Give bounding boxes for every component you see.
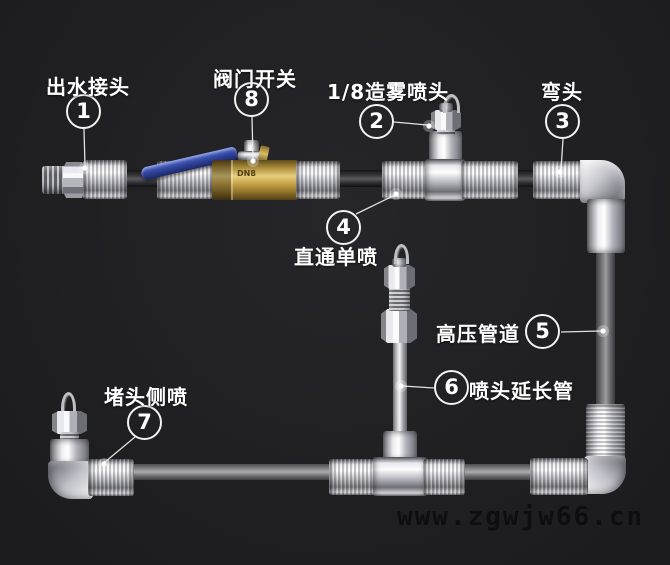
callout-number-6: 6 bbox=[444, 375, 459, 399]
extension-thread bbox=[389, 288, 410, 311]
callout-number-5: 5 bbox=[535, 319, 550, 343]
callout-number-8: 8 bbox=[244, 87, 259, 111]
misting-nozzle-left bbox=[52, 411, 87, 434]
callout-circle-4: 4 bbox=[326, 210, 361, 245]
valve-stem-nut bbox=[238, 151, 264, 162]
callout-circle-6: 6 bbox=[434, 370, 469, 405]
callout-circle-7: 7 bbox=[127, 405, 162, 440]
callout-label-7: 堵头侧喷 bbox=[104, 385, 188, 409]
left-elbow-top-port bbox=[50, 439, 89, 465]
elbow-top-right-vertical bbox=[587, 199, 625, 253]
nozzle-wire-loop-middle bbox=[394, 244, 409, 264]
tee-center-body bbox=[425, 159, 465, 201]
nozzle-wire-loop bbox=[443, 94, 460, 113]
left-nozzle-neck bbox=[60, 432, 79, 441]
valve-marking: DN8 bbox=[237, 169, 256, 178]
callout-number-7: 7 bbox=[137, 410, 152, 434]
ball-valve-body bbox=[212, 160, 298, 200]
elbow-top-right-corner bbox=[580, 160, 625, 203]
callout-label-8: 阀门开关 bbox=[213, 67, 297, 91]
callout-number-3: 3 bbox=[555, 109, 570, 133]
callout-circle-2: 2 bbox=[359, 104, 394, 139]
callout-label-2: 1/8造雾喷头 bbox=[327, 80, 450, 104]
callout-label-5: 高压管道 bbox=[436, 322, 520, 346]
left-elbow-arm bbox=[88, 459, 134, 496]
callout-circle-3: 3 bbox=[545, 104, 580, 139]
elbow-top-right-arm bbox=[533, 161, 585, 199]
nozzle-wire-loop-left bbox=[61, 392, 76, 414]
tee-right-coupler bbox=[461, 161, 518, 199]
elbow-bottom-right-vertical bbox=[586, 404, 625, 462]
nozzle-thread bbox=[437, 126, 455, 135]
callout-label-1: 出水接头 bbox=[46, 75, 130, 99]
callout-circle-1: 1 bbox=[66, 94, 101, 129]
tee-bottom-left-coupler bbox=[329, 459, 377, 495]
extension-hex-coupling bbox=[381, 309, 417, 343]
callout-number-4: 4 bbox=[336, 215, 351, 239]
male-thread-fitting bbox=[42, 166, 66, 194]
elbow-bottom-right-arm bbox=[530, 458, 588, 495]
outlet-connector-body bbox=[83, 160, 127, 199]
callout-number-1: 1 bbox=[76, 99, 91, 123]
callout-circle-8: 8 bbox=[234, 82, 269, 117]
misting-nozzle-top bbox=[431, 110, 461, 130]
callout-label-4: 直通单喷 bbox=[294, 245, 378, 269]
callout-number-2: 2 bbox=[369, 109, 384, 133]
misting-nozzle-middle bbox=[384, 265, 415, 289]
callout-circle-5: 5 bbox=[525, 314, 560, 349]
tee-bottom-right-coupler bbox=[423, 459, 465, 495]
left-elbow-corner bbox=[48, 461, 93, 499]
tee-bottom-column bbox=[383, 431, 417, 461]
callout-label-6: 喷头延长管 bbox=[469, 379, 574, 403]
valve-outlet-coupler bbox=[296, 161, 340, 199]
tee-bottom-center bbox=[373, 457, 427, 496]
callout-label-3: 弯头 bbox=[541, 80, 583, 104]
hex-nut bbox=[63, 162, 85, 198]
watermark-text: www.zgwjw66.cn bbox=[397, 502, 645, 532]
tee-left-coupler bbox=[382, 161, 429, 199]
